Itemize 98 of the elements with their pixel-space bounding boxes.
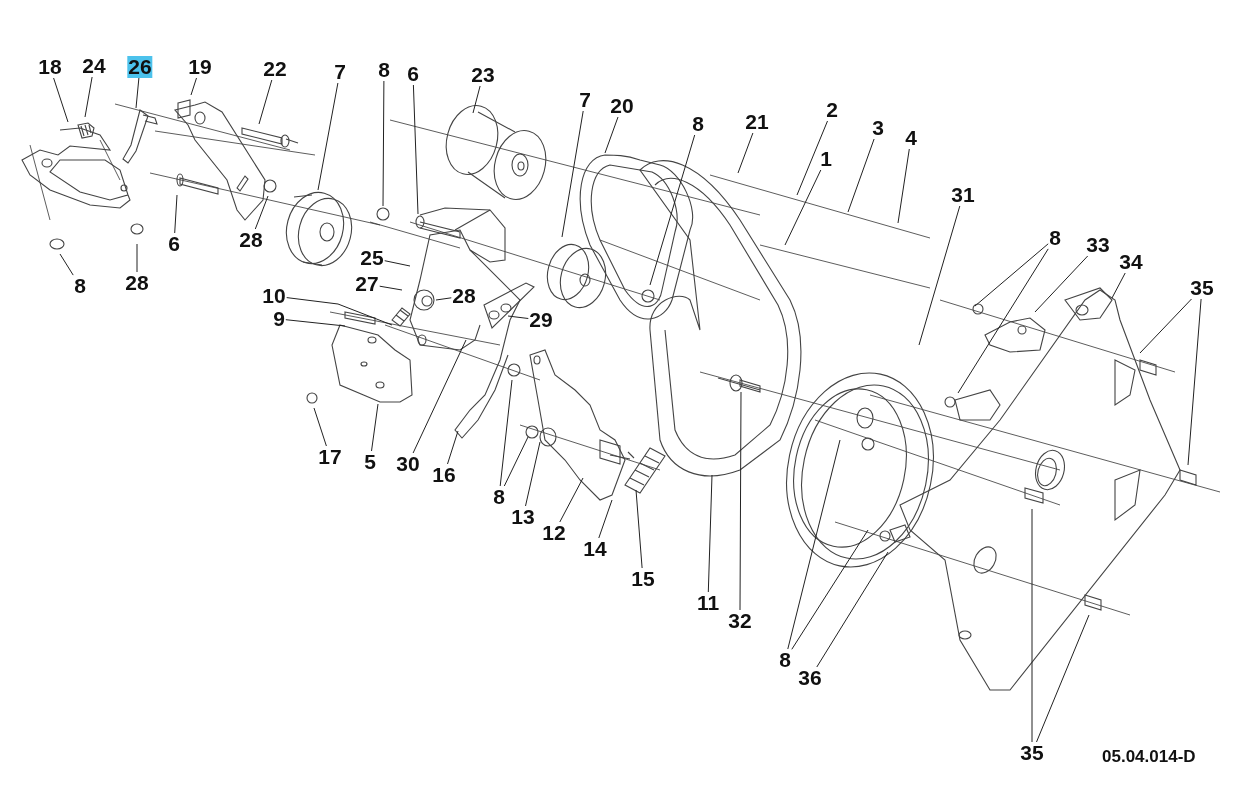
- callout-number: 26: [127, 56, 153, 78]
- leader-line: [787, 439, 841, 650]
- leader-line: [739, 391, 742, 611]
- leader-line: [507, 315, 529, 319]
- callout-number: 1: [819, 148, 833, 170]
- callout-number: 25: [359, 247, 385, 269]
- leader-line: [258, 79, 273, 125]
- leader-line: [784, 169, 822, 246]
- callout-number: 31: [950, 184, 976, 206]
- callout-number: 28: [238, 229, 264, 251]
- leader-line: [791, 529, 869, 650]
- callout-number: 19: [187, 56, 213, 78]
- leader-line: [254, 195, 269, 230]
- leader-line: [1139, 298, 1192, 354]
- callout-number: 17: [317, 446, 343, 468]
- leader-line: [561, 110, 584, 238]
- callout-number: 35: [1189, 277, 1215, 299]
- callout-number: 21: [744, 111, 770, 133]
- callout-number: 2: [825, 99, 839, 121]
- callout-number: 28: [451, 285, 477, 307]
- drawing-number: 05.04.014-D: [1102, 747, 1196, 767]
- callout-number: 8: [73, 275, 87, 297]
- leader-line: [53, 77, 69, 123]
- callout-number: 35: [1019, 742, 1045, 764]
- callout-number: 28: [124, 272, 150, 294]
- callout-number: 8: [492, 486, 506, 508]
- leader-line: [957, 248, 1049, 394]
- callout-number: 32: [727, 610, 753, 632]
- callout-number: 24: [81, 55, 107, 77]
- callout-number: 20: [609, 95, 635, 117]
- leader-line: [1031, 508, 1033, 743]
- leader-line: [1187, 298, 1202, 466]
- leader-line: [598, 499, 613, 539]
- callout-number: 27: [354, 273, 380, 295]
- leader-line: [897, 148, 910, 224]
- leader-line: [412, 84, 419, 215]
- leader-line: [525, 441, 541, 507]
- callout-number: 6: [406, 63, 420, 85]
- leader-line: [604, 116, 619, 154]
- leader-line: [559, 477, 584, 523]
- callout-number: 10: [261, 285, 287, 307]
- callout-number: 15: [630, 568, 656, 590]
- leader-line: [135, 77, 140, 109]
- callout-number: 22: [262, 58, 288, 80]
- leader-line: [707, 474, 713, 593]
- callout-number: 33: [1085, 234, 1111, 256]
- callout-number: 23: [470, 64, 496, 86]
- leader-line: [84, 76, 93, 118]
- callout-number: 6: [167, 233, 181, 255]
- leader-line: [1036, 614, 1090, 743]
- leader-line: [503, 436, 529, 487]
- callout-number: 12: [541, 522, 567, 544]
- callout-number: 8: [778, 649, 792, 671]
- leader-line: [313, 407, 327, 447]
- leader-line: [737, 132, 754, 174]
- callout-number: 11: [695, 592, 721, 614]
- callout-number: 34: [1118, 251, 1144, 273]
- leader-line: [435, 297, 452, 301]
- leader-line: [847, 138, 875, 213]
- callout-number: 4: [904, 127, 918, 149]
- leader-line: [384, 260, 411, 267]
- callout-number: 30: [395, 453, 421, 475]
- callout-number: 29: [528, 309, 554, 331]
- callout-number: 8: [691, 113, 705, 135]
- leader-line: [371, 403, 379, 452]
- leader-line: [412, 339, 467, 454]
- callout-number: 18: [37, 56, 63, 78]
- leader-line: [816, 551, 889, 668]
- leader-line: [447, 430, 459, 465]
- callout-number: 8: [377, 59, 391, 81]
- callout-number: 14: [582, 538, 608, 560]
- callout-number: 9: [272, 308, 286, 330]
- leader-line: [472, 85, 481, 114]
- leader-line: [1034, 255, 1089, 313]
- leader-line: [918, 205, 961, 346]
- callout-number: 5: [363, 451, 377, 473]
- callout-number: 3: [871, 117, 885, 139]
- callout-number: 7: [333, 61, 347, 83]
- leader-line: [382, 80, 385, 207]
- leader-line: [174, 194, 178, 234]
- leader-line: [649, 134, 696, 286]
- leader-line: [190, 77, 197, 96]
- leader-line: [285, 319, 346, 327]
- leader-line: [136, 243, 138, 273]
- callout-number: 36: [797, 667, 823, 689]
- leader-line: [59, 253, 74, 276]
- leader-line: [974, 243, 1049, 307]
- leader-line: [286, 297, 393, 326]
- callout-number: 8: [1048, 227, 1062, 249]
- callout-number: 16: [431, 464, 457, 486]
- leader-line: [379, 285, 403, 291]
- callout-number: 13: [510, 506, 536, 528]
- callout-number: 7: [578, 89, 592, 111]
- leader-line: [1111, 272, 1126, 299]
- leader-line: [635, 489, 643, 569]
- leader-line: [317, 82, 339, 191]
- leader-line: [796, 120, 828, 196]
- leader-line: [499, 379, 513, 487]
